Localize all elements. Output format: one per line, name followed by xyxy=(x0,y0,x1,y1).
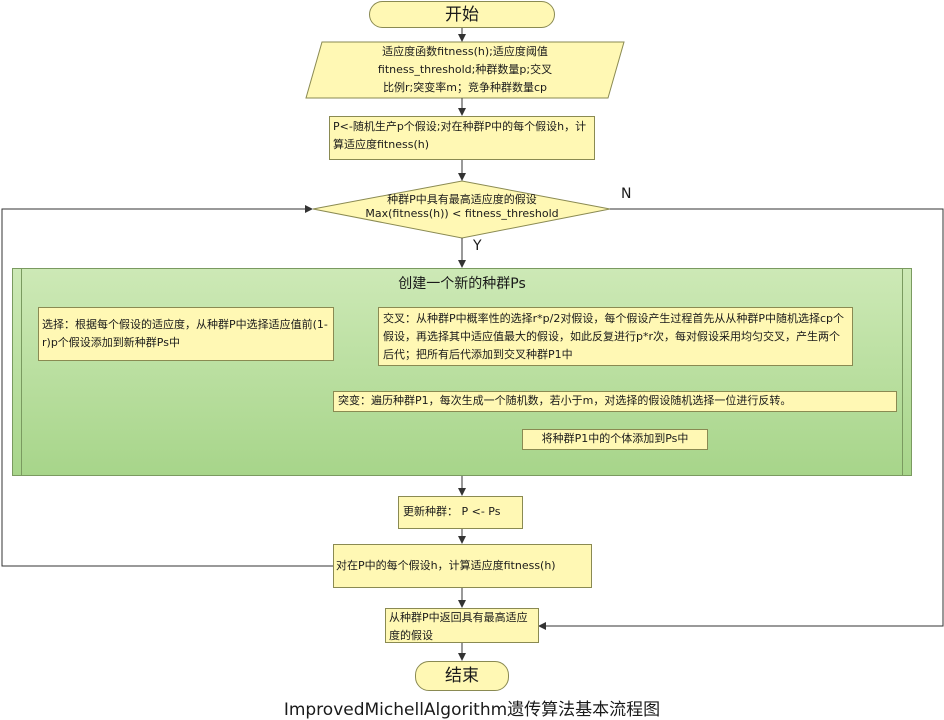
arrow-no-branch xyxy=(538,208,944,630)
diagram-caption: ImprovedMichellAlgorithm遗传算法基本流程图 xyxy=(283,700,661,720)
decision-yes-label: Y xyxy=(473,238,482,254)
input-line-1: 适应度函数fitness(h);适应度阈值 xyxy=(382,45,548,58)
mutation-box: 突变：遍历种群P1，每次生成一个随机数，若小于m，对选择的假设随机选择一位进行反… xyxy=(333,391,897,412)
input-line-3: 比例r;突变率m；竞争种群数量cp xyxy=(383,81,547,94)
new-population-panel: 创建一个新的种群Ps xyxy=(12,268,912,476)
selection-box: 选择：根据每个假设的适应度，从种群P中选择适应值前(1-r)p个假设添加到新种群… xyxy=(38,307,334,361)
panel-title: 创建一个新的种群Ps xyxy=(398,276,526,292)
add-to-ps-box: 将种群P1中的个体添加到Ps中 xyxy=(522,429,708,450)
decision-line-1: 种群P中具有最高适应度的假设 xyxy=(387,193,537,206)
evaluate-fitness-box: 对在P中的每个假设h，计算适应度fitness(h) xyxy=(333,544,592,588)
end-terminal: 结束 xyxy=(415,661,509,691)
input-parallelogram xyxy=(305,41,625,99)
arrow-loop-back xyxy=(1,205,333,567)
input-line-2: fitness_threshold;种群数量p;交叉 xyxy=(377,63,553,76)
panel-right-bar xyxy=(902,269,903,475)
init-population-box: P<-随机生产p个假设;对在种群P中的每个假设h，计算适应度fitness(h) xyxy=(329,116,595,160)
decision-text: 种群P中具有最高适应度的假设 Max(fitness(h)) < fitness… xyxy=(350,193,574,221)
update-population-box: 更新种群： P <- Ps xyxy=(398,496,523,529)
decision-line-2: Max(fitness(h)) < fitness_threshold xyxy=(365,207,559,220)
start-terminal: 开始 xyxy=(369,1,555,28)
panel-left-bar xyxy=(21,269,22,475)
return-best-box: 从种群P中返回具有最高适应度的假设 xyxy=(385,608,539,643)
input-parameters-text: 适应度函数fitness(h);适应度阈值 fitness_threshold;… xyxy=(330,43,600,97)
decision-no-label: N xyxy=(621,186,632,202)
crossover-box: 交叉：从种群P中概率性的选择r*p/2对假设，每个假设产生过程首先从从种群P中随… xyxy=(378,307,853,366)
